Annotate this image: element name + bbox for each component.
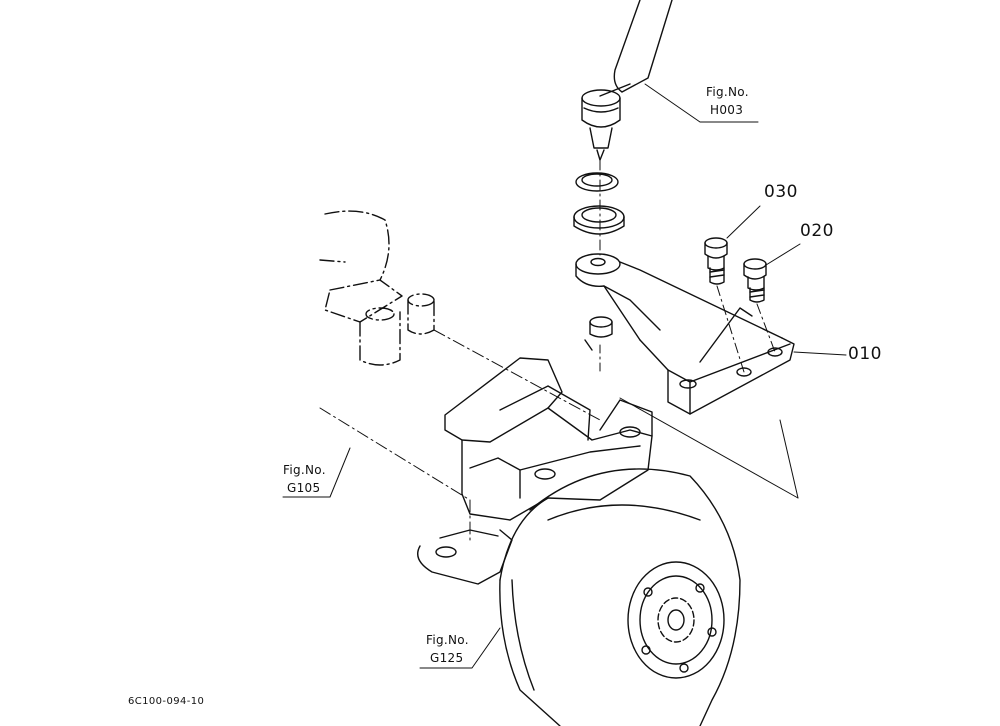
axle-housing [319,210,435,366]
leader-lines [282,83,847,669]
seal-ring [573,205,625,235]
fig-g125-label-line2: G125 [430,651,464,665]
fig-h003-label-line1: Fig.No. [706,85,749,99]
knuckle-arm [575,253,795,415]
fig-g105-label-line2: G105 [287,481,321,495]
drawing-id: 6C100-094-10 [128,696,205,707]
part-030-label: 030 [764,182,798,202]
bolt-030 [704,237,745,373]
ball-joint [581,89,621,161]
steering-knuckle [417,357,653,585]
bushing [584,316,613,376]
fig-h003-label-line2: H003 [710,103,744,117]
bolt-020 [743,258,776,353]
part-020-label: 020 [800,221,834,241]
fig-g105-label-line1: Fig.No. [283,463,326,477]
wheel-hub [499,468,741,726]
part-010-label: 010 [848,344,882,364]
fig-g125-label-line1: Fig.No. [426,633,469,647]
tie-rod [599,0,673,97]
o-ring [575,172,619,192]
